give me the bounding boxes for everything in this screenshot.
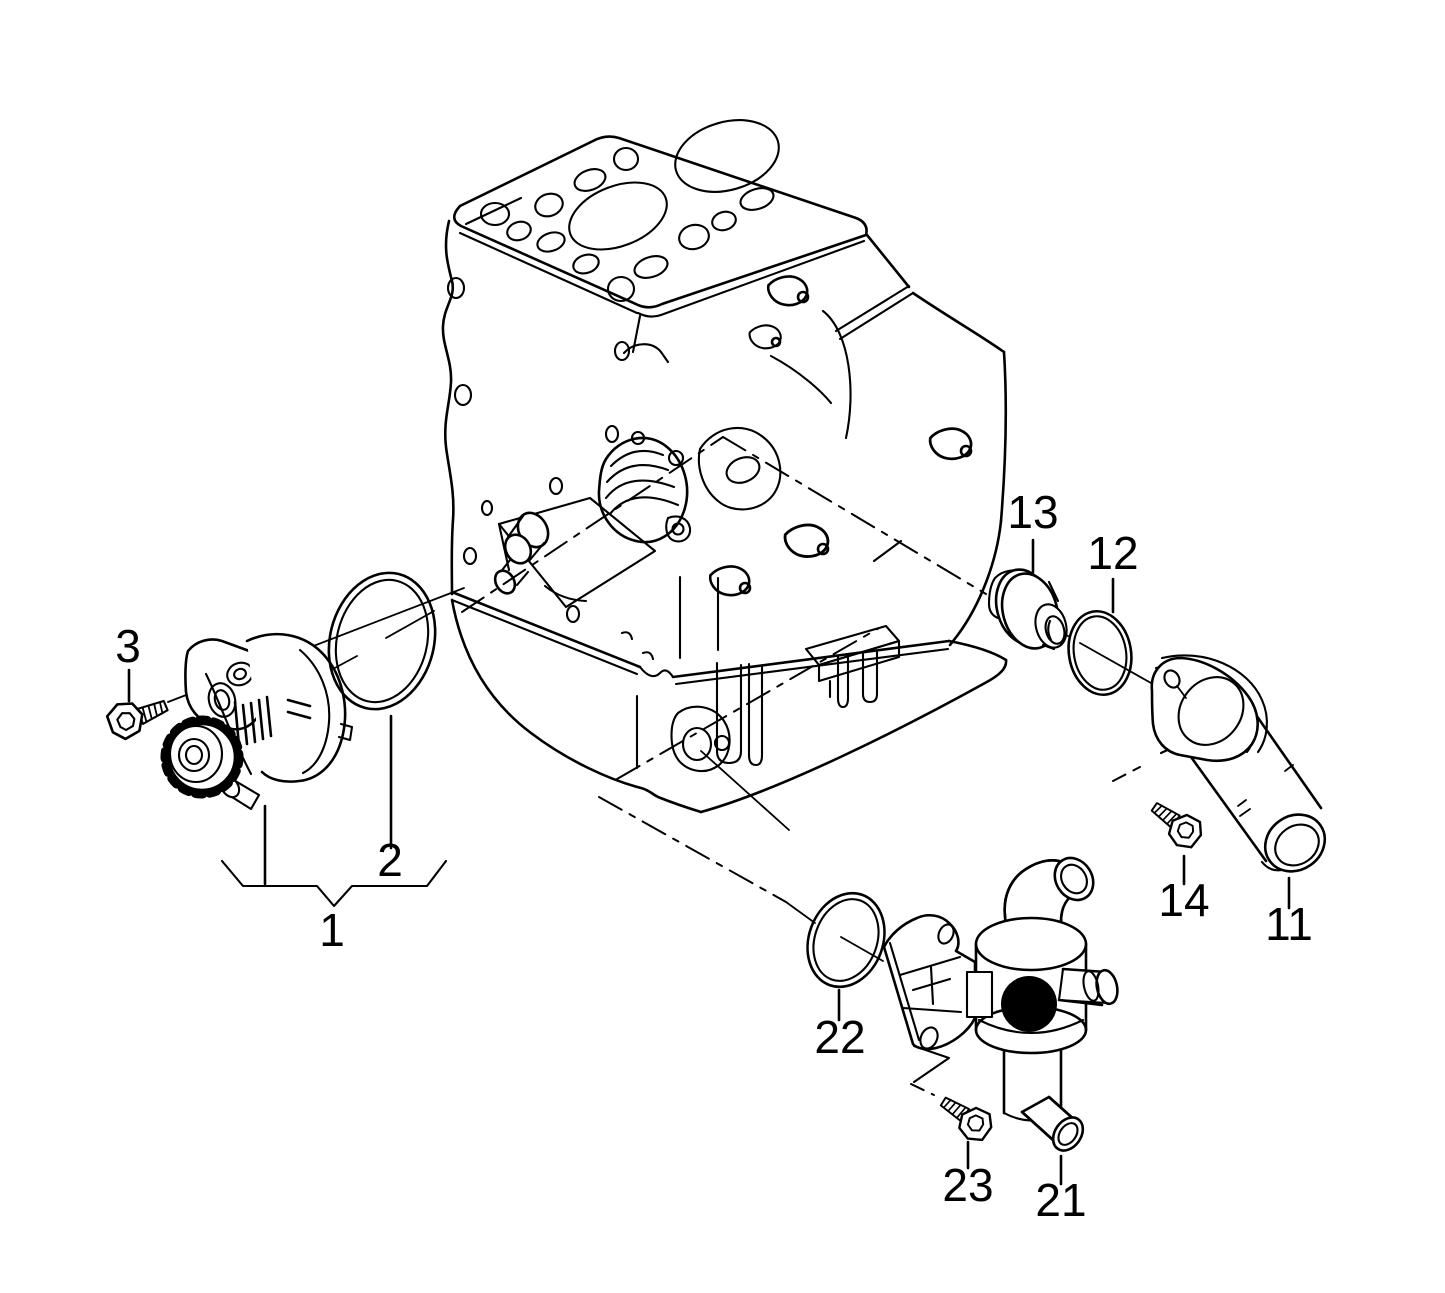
part-label-11: 11: [1265, 898, 1313, 950]
coolant-valve-21: [882, 856, 1119, 1152]
highlight-dot: [1001, 976, 1057, 1032]
part-label-2: 2: [377, 834, 403, 886]
coolant-housing-11: [1150, 654, 1327, 873]
part-label-1: 1: [319, 904, 345, 956]
leader-lines: [167, 436, 1197, 1096]
bracket-1: [220, 859, 448, 908]
o-ring-22: [806, 891, 886, 989]
o-ring-2: [327, 571, 437, 711]
oil-pan: [450, 590, 1008, 814]
thermostat-13: [987, 568, 1068, 651]
bolt-23: [939, 1096, 993, 1142]
part-labels: 1 2 3 11 12 13 14 21 22 23: [115, 486, 1313, 1226]
pump-shaft: [493, 511, 588, 603]
part-label-12: 12: [1087, 527, 1138, 579]
label-leader-lines: [127, 538, 1291, 1186]
pump-port-volute: [597, 430, 692, 544]
o-ring-12: [1067, 609, 1133, 697]
right-face-bosses: [708, 275, 973, 597]
part-label-23: 23: [942, 1159, 993, 1211]
engine-block: [441, 119, 1008, 814]
part-label-22: 22: [814, 1011, 865, 1063]
part-label-3: 3: [115, 620, 141, 672]
pump-gear: [160, 715, 244, 799]
valve-flange: [882, 913, 994, 1051]
part-label-14: 14: [1158, 874, 1209, 926]
part-label-13: 13: [1007, 486, 1058, 538]
bolt-14: [1150, 802, 1203, 849]
bolt-3: [105, 699, 169, 741]
water-pump: [160, 632, 354, 811]
part-label-21: 21: [1035, 1174, 1086, 1226]
